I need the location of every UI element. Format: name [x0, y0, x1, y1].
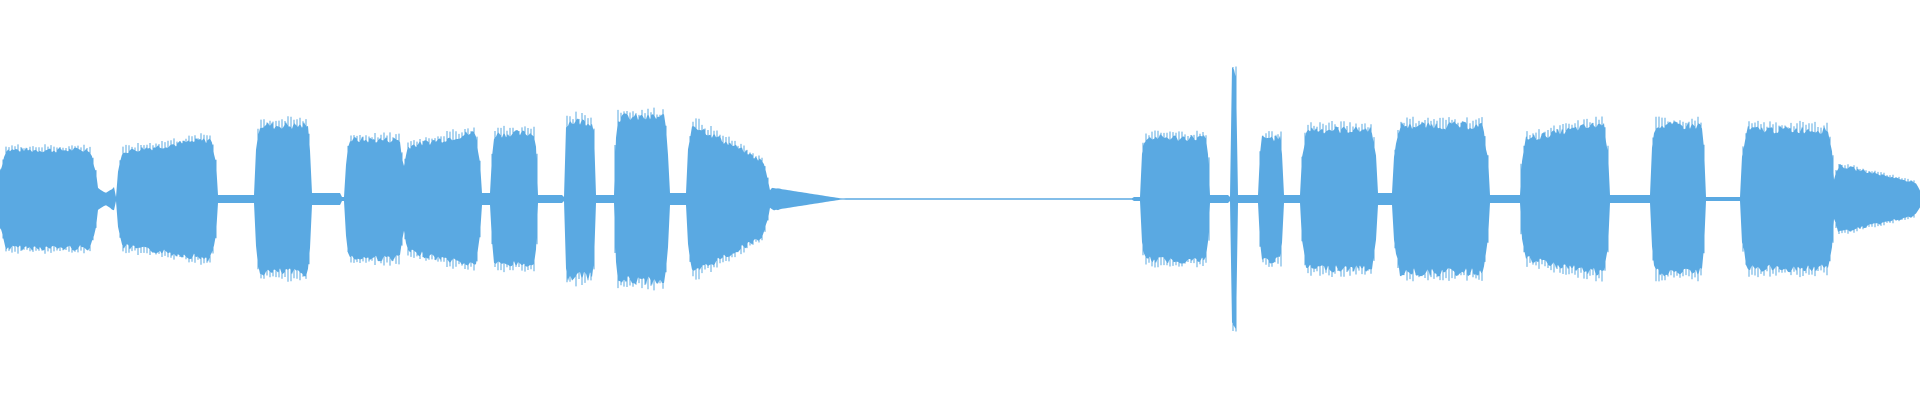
waveform-peaks — [0, 66, 1915, 332]
